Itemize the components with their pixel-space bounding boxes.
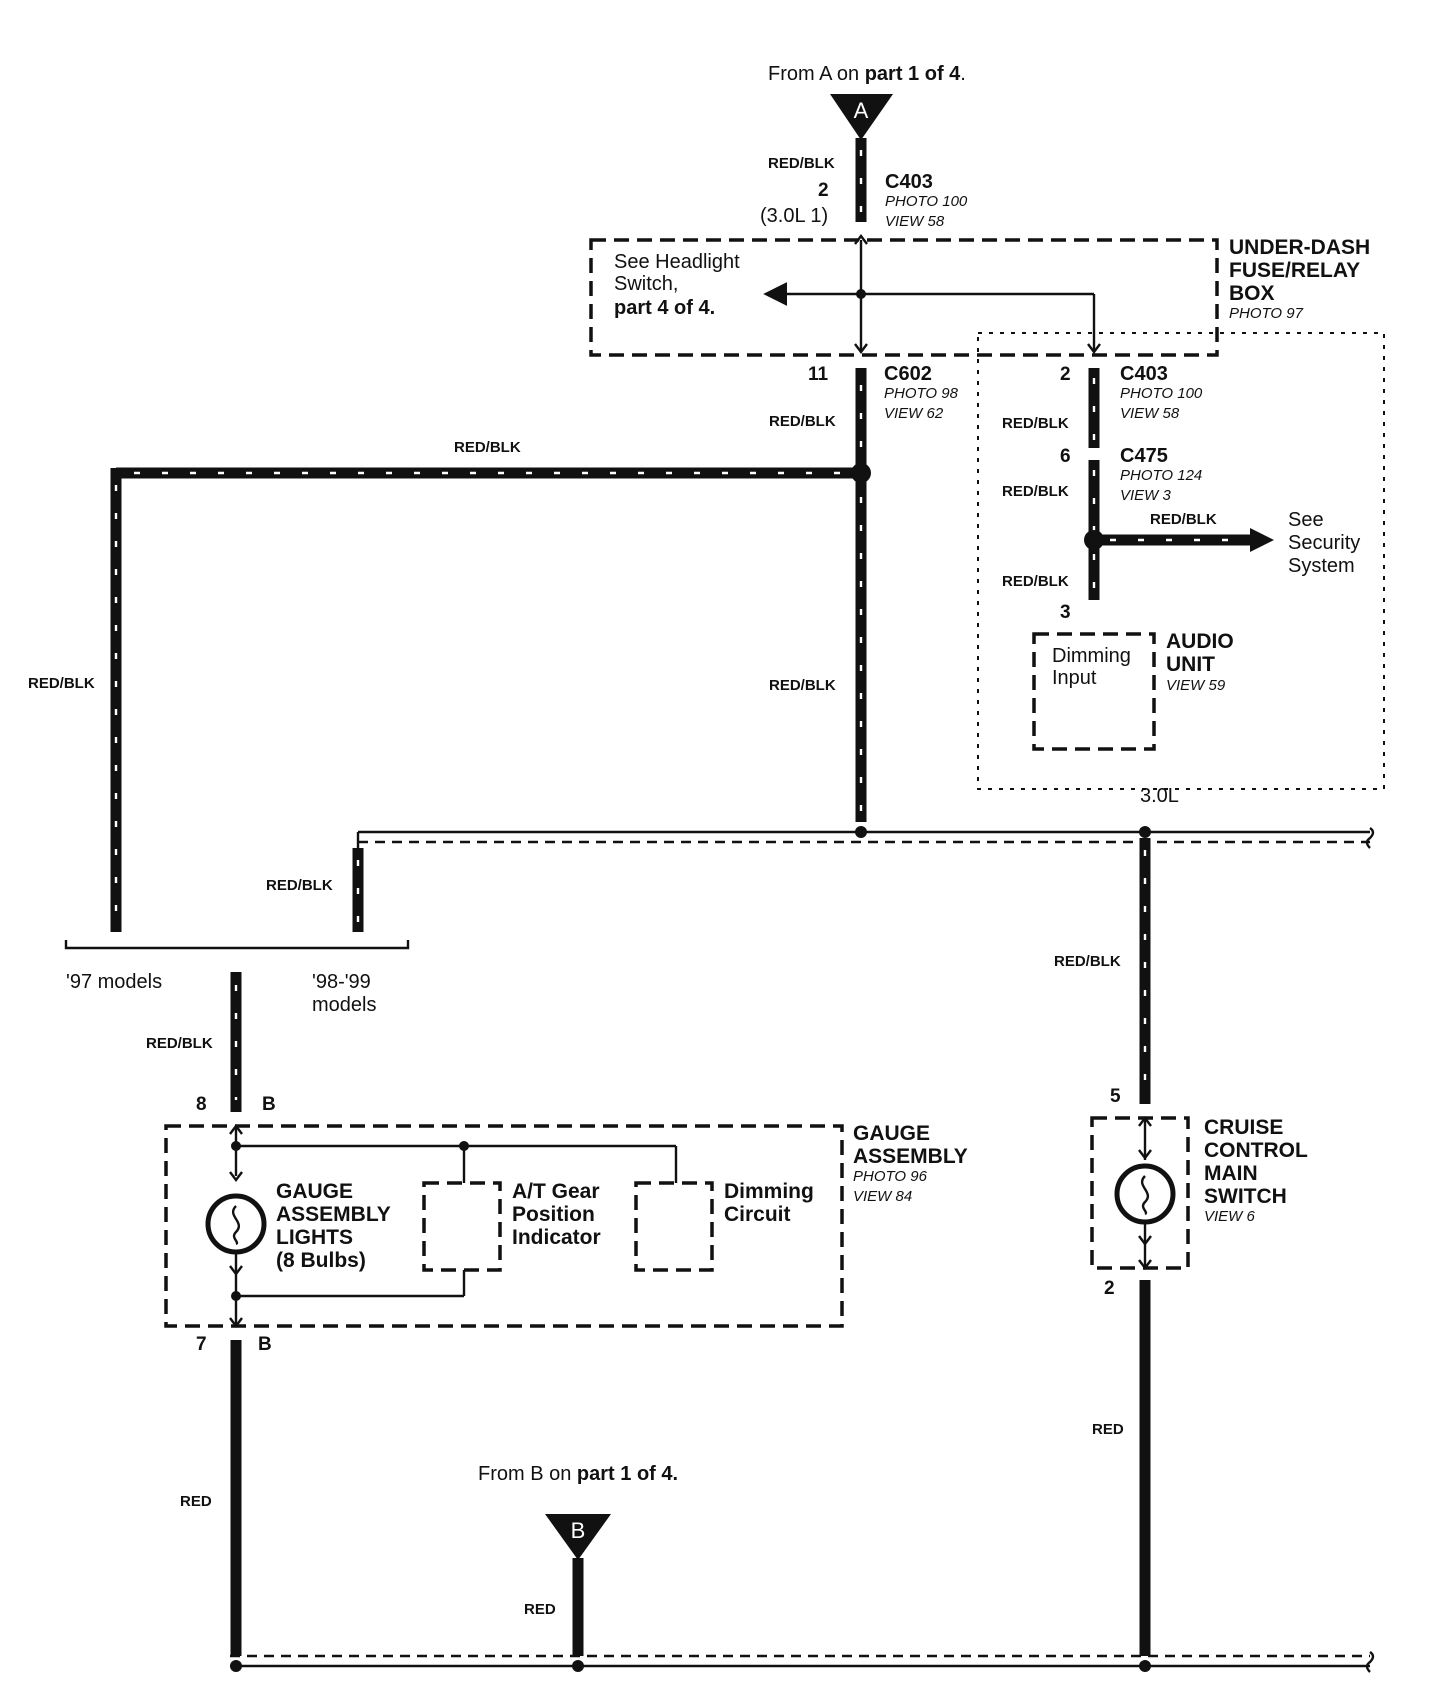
audio-pin: 3 xyxy=(1060,602,1071,623)
c602-view: VIEW 62 xyxy=(884,405,944,422)
dimming-circuit-box xyxy=(634,1181,714,1272)
cruise-switch-box xyxy=(1090,1116,1190,1270)
c475-view: VIEW 3 xyxy=(1120,487,1172,504)
audio-dimming-input-box xyxy=(1032,632,1156,751)
gauge-lights-1: GAUGE xyxy=(276,1180,353,1203)
underdash-photo: PHOTO 97 xyxy=(1229,305,1304,322)
connector-a-triangle xyxy=(830,94,893,140)
c602-photo: PHOTO 98 xyxy=(884,385,959,402)
cruise-title-3: MAIN xyxy=(1204,1162,1258,1185)
wire-label-red-blk-97-top: RED/BLK xyxy=(454,439,521,456)
cruise-title-4: SWITCH xyxy=(1204,1185,1287,1208)
underdash-title-2: FUSE/RELAY xyxy=(1229,259,1360,282)
wire-label-red-blk-98-99: RED/BLK xyxy=(266,877,333,894)
variant-3-0l-region xyxy=(977,332,1385,790)
connector-a-letter: A xyxy=(854,98,869,123)
gauge-title-2: ASSEMBLY xyxy=(853,1145,968,1168)
audio-input-1: Dimming xyxy=(1052,645,1131,667)
c475-pin: 6 xyxy=(1060,446,1071,467)
wire-label-red-blk-audio: RED/BLK xyxy=(1002,573,1069,590)
wire-label-red-blk-c403: RED/BLK xyxy=(1002,415,1069,432)
models-brace xyxy=(64,940,410,950)
c475-photo: PHOTO 124 xyxy=(1120,467,1202,484)
wire-label-red-blk-97-side: RED/BLK xyxy=(28,675,95,692)
security-ref-3: System xyxy=(1288,555,1355,577)
audio-title-1: AUDIO xyxy=(1166,630,1234,653)
underdash-fuse-box xyxy=(589,238,1219,357)
c403-right-name: C403 xyxy=(1120,363,1168,385)
gauge-photo: PHOTO 96 xyxy=(853,1168,928,1185)
c475-name: C475 xyxy=(1120,445,1168,467)
wire-label-red-gauge: RED xyxy=(180,1493,212,1510)
gauge-pin-bottom: 7 xyxy=(196,1334,207,1355)
wire-label-red-blk-c475: RED/BLK xyxy=(1002,483,1069,500)
dim-label-1: Dimming xyxy=(724,1180,814,1203)
c403-right-photo: PHOTO 100 xyxy=(1120,385,1203,402)
underdash-title-1: UNDER-DASH xyxy=(1229,236,1370,259)
cruise-title-2: CONTROL xyxy=(1204,1139,1308,1162)
underdash-title-3: BOX xyxy=(1229,282,1275,305)
cruise-pin-bottom: 2 xyxy=(1104,1278,1115,1299)
cruise-title-1: CRUISE xyxy=(1204,1116,1283,1139)
cruise-pin-top: 5 xyxy=(1110,1086,1121,1107)
security-arrow-icon xyxy=(1250,528,1274,552)
c602-name: C602 xyxy=(884,363,932,385)
headlight-ref-3: part 4 of 4. xyxy=(614,297,715,319)
at-label-2: Position xyxy=(512,1203,595,1226)
security-ref-2: Security xyxy=(1288,532,1360,554)
at-gear-indicator-box xyxy=(422,1181,502,1272)
gauge-lights-3: LIGHTS xyxy=(276,1226,353,1249)
security-ref-1: See xyxy=(1288,509,1324,531)
wire-label-red-blk-security: RED/BLK xyxy=(1150,511,1217,528)
wire-label-red-b: RED xyxy=(524,1601,556,1618)
wire-label-red-blk-a: RED/BLK xyxy=(768,155,835,172)
cruise-view: VIEW 6 xyxy=(1204,1208,1256,1225)
dim-label-2: Circuit xyxy=(724,1203,791,1226)
headlight-ref-2: Switch, xyxy=(614,273,678,295)
gauge-conn-top: B xyxy=(262,1094,276,1115)
gauge-lights-2: ASSEMBLY xyxy=(276,1203,391,1226)
c403-top-view: VIEW 58 xyxy=(885,213,945,230)
gauge-conn-bottom: B xyxy=(258,1334,272,1355)
at-label-1: A/T Gear xyxy=(512,1180,600,1203)
c403-top-pin: 2 xyxy=(818,180,829,201)
variant-3-0l-label: 3.0L xyxy=(1140,785,1179,807)
models-97-label: '97 models xyxy=(66,971,162,993)
from-a-label: From A on part 1 of 4. xyxy=(768,63,966,85)
at-label-3: Indicator xyxy=(512,1226,601,1249)
c602-pin: 11 xyxy=(808,364,829,385)
audio-input-2: Input xyxy=(1052,667,1097,689)
wire-label-red-blk-gauge: RED/BLK xyxy=(146,1035,213,1052)
wire-label-red-blk-c602: RED/BLK xyxy=(769,413,836,430)
c403-top-pin-alt: (3.0L 1) xyxy=(760,205,828,227)
headlight-ref-1: See Headlight xyxy=(614,251,740,273)
c403-top-name: C403 xyxy=(885,171,933,193)
connector-b-letter: B xyxy=(571,1518,586,1543)
connector-b-triangle xyxy=(545,1514,611,1560)
models-98-99-label-2: models xyxy=(312,994,376,1016)
audio-title-2: UNIT xyxy=(1166,653,1215,676)
c403-top-photo: PHOTO 100 xyxy=(885,193,968,210)
wire-label-red-cruise: RED xyxy=(1092,1421,1124,1438)
gauge-title-1: GAUGE xyxy=(853,1122,930,1145)
models-98-99-label-1: '98-'99 xyxy=(312,971,371,993)
wire-label-red-blk-cruise: RED/BLK xyxy=(1054,953,1121,970)
c403-right-view: VIEW 58 xyxy=(1120,405,1180,422)
wire-label-red-blk-main: RED/BLK xyxy=(769,677,836,694)
gauge-pin-top: 8 xyxy=(196,1094,207,1115)
audio-view: VIEW 59 xyxy=(1166,677,1226,694)
from-b-label: From B on part 1 of 4. xyxy=(478,1463,678,1485)
gauge-view: VIEW 84 xyxy=(853,1188,912,1205)
gauge-lights-4: (8 Bulbs) xyxy=(276,1249,366,1272)
c403-right-pin: 2 xyxy=(1060,364,1071,385)
